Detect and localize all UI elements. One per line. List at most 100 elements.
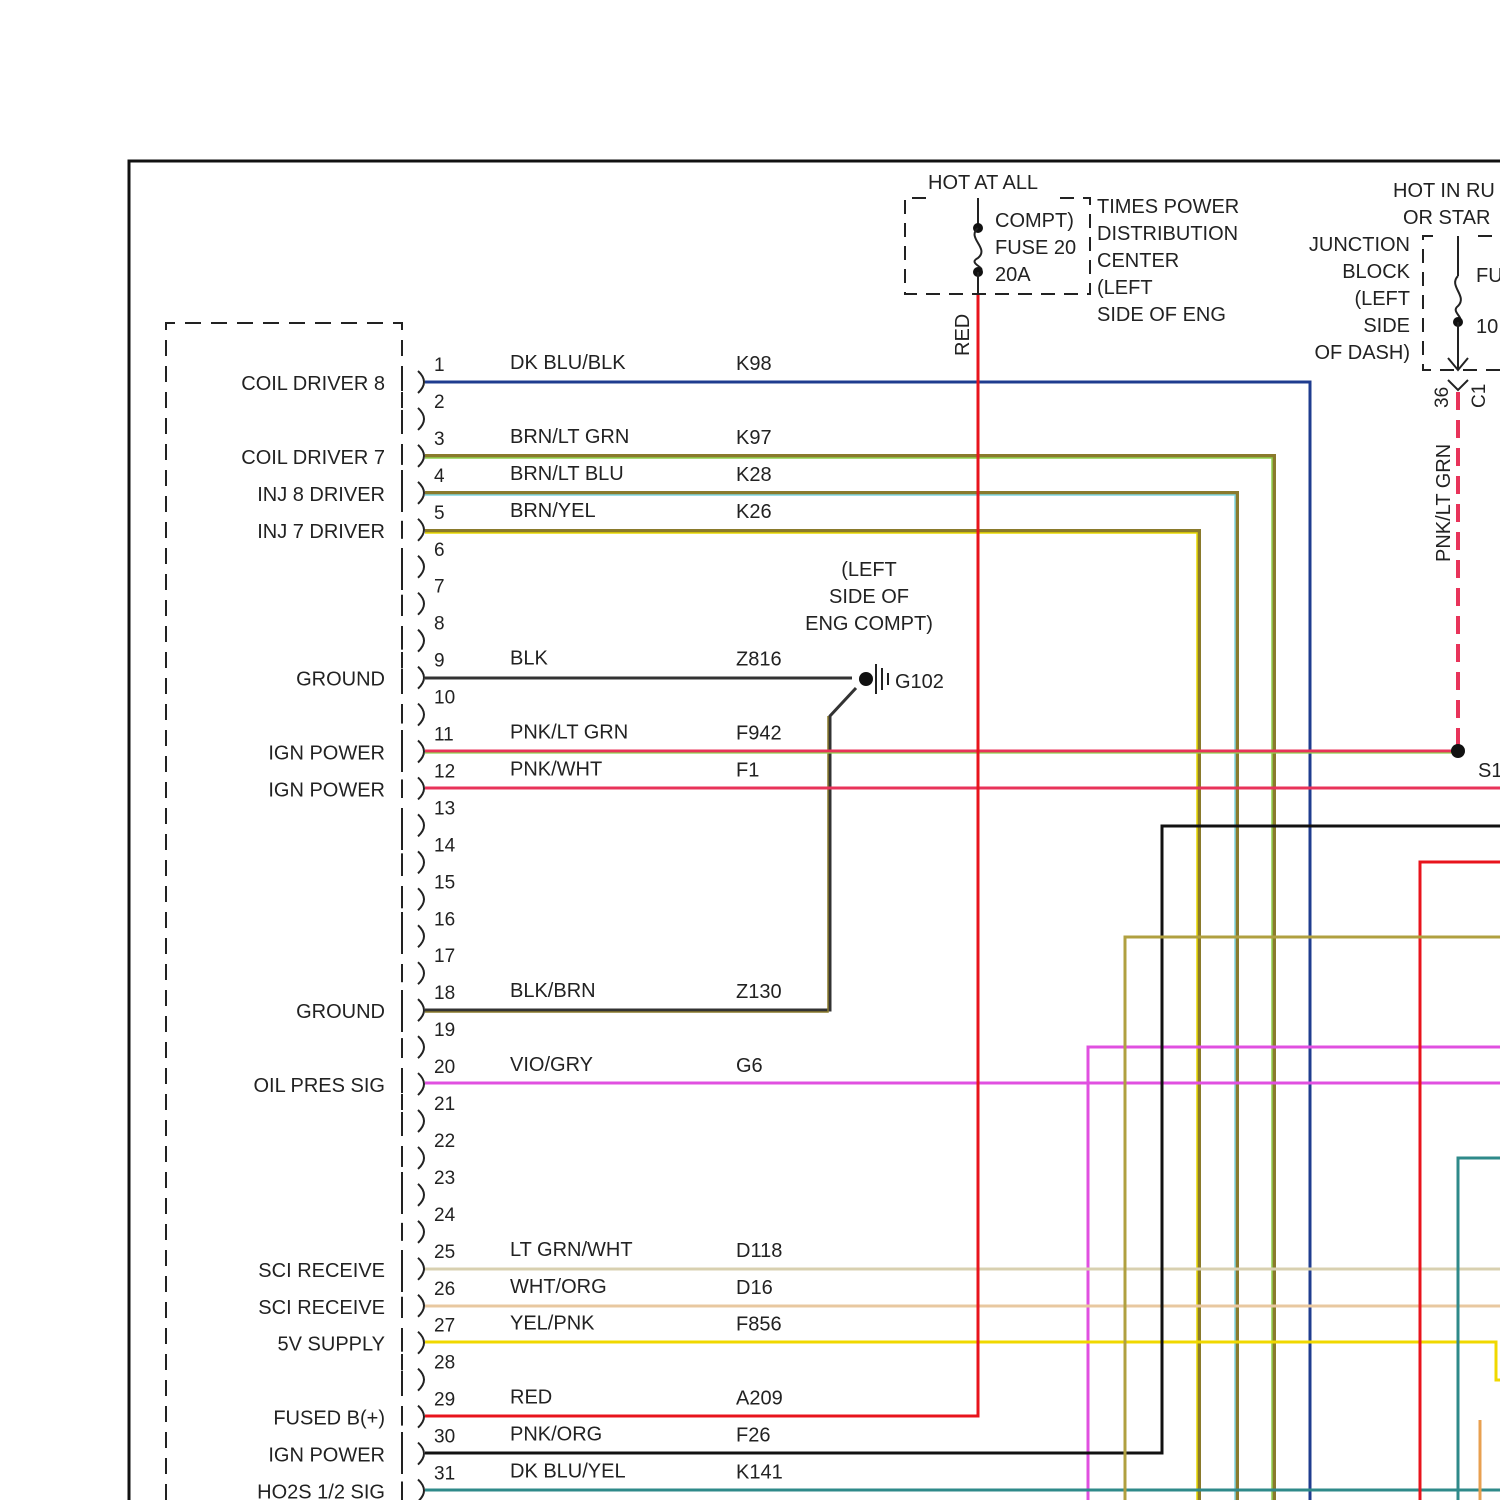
wire-color-label: YEL/PNK [510,1313,595,1335]
junction-label-line-1: JUNCTION [1309,234,1410,256]
wire-vio-vertical [1088,1047,1500,1500]
connector-cavity-icon [418,1184,424,1206]
pin-number: 8 [434,614,445,635]
connector-cavity-icon [418,1443,424,1465]
connector-cavity-icon [418,1332,424,1354]
circuit-id-label: Z130 [736,981,782,1003]
junction-fuse-icon [1455,276,1461,322]
connector-cavity-icon [418,445,424,467]
connector-cavity-icon [418,1073,424,1095]
connector-cavity-icon [418,593,424,615]
pin-number: 21 [434,1094,455,1115]
ground-location-line-1: (LEFT [841,559,897,581]
pin-number: 2 [434,392,445,413]
wire-color-label: DK BLU/YEL [510,1461,626,1483]
connector-cavity-icon [418,962,424,984]
connector-cavity-icon [418,814,424,836]
pin-function-label: IGN POWER [268,743,385,765]
connector-cavity-icon [418,1258,424,1280]
pin-number: 5 [434,503,445,524]
pin-function-label: SCI RECEIVE [258,1297,385,1319]
wire-a209 [425,294,978,1416]
connector-cavity-icon [418,1147,424,1169]
hot-at-all-label: HOT AT ALL [928,172,1038,194]
pin-number: 19 [434,1020,455,1041]
pin-function-label: GROUND [296,1001,385,1023]
connector-cavity-icon [418,741,424,763]
circuit-id-label: Z816 [736,649,782,671]
connector-cavity-icon [418,556,424,578]
connector-pin-36: 36 [1432,387,1453,408]
pdc-label-line-1: TIMES POWER [1097,196,1239,218]
pin-number: 26 [434,1279,455,1300]
connector-cavity-icon [418,408,424,430]
circuit-id-label: D16 [736,1277,773,1299]
wire-z130-tracer [425,716,828,1012]
circuit-id-label: D118 [736,1240,782,1262]
connector-cavity-icon [418,999,424,1021]
pin-function-label: COIL DRIVER 8 [241,373,385,395]
pin-number: 1 [434,355,445,376]
circuit-id-label: A209 [736,1388,783,1410]
wire-color-label: RED [510,1387,552,1409]
connector-c1-label: C1 [1469,384,1490,408]
wire-color-label: PNK/ORG [510,1424,602,1446]
wire-color-label: BLK [510,648,548,670]
pin-number: 7 [434,577,445,598]
circuit-id-label: F856 [736,1314,782,1336]
pin-number: 23 [434,1168,455,1189]
hot-in-run-label: HOT IN RU [1393,180,1495,202]
power-distribution-center: HOT AT ALL COMPT) FUSE 20 20A TIMES POWE… [905,172,1239,356]
fuse-label-line-2: FUSE 20 [995,237,1076,259]
pin-function-label: GROUND [296,669,385,691]
ground-location-line-3: ENG COMPT) [805,613,933,635]
pin-number: 30 [434,1427,455,1448]
pin-function-label: OIL PRES SIG [253,1075,385,1097]
connector-cavity-icon [418,1221,424,1243]
pin-number: 10 [434,688,455,709]
pin-function-label: COIL DRIVER 7 [241,447,385,469]
pin-function-label: HO2S 1/2 SIG [257,1482,385,1500]
pin-number: 27 [434,1316,455,1337]
pin-function-label: INJ 8 DRIVER [257,484,385,506]
pin-number: 15 [434,872,455,893]
pin-function-label: INJ 7 DRIVER [257,521,385,543]
circuit-id-label: K98 [736,353,772,375]
fuse-20-icon [975,228,982,272]
pin-number: 3 [434,429,445,450]
fuse-label-line-1: COMPT) [995,210,1074,232]
ground-id-label: G102 [895,671,944,693]
pin-number: 9 [434,651,445,672]
pin-function-label: 5V SUPPLY [278,1334,385,1356]
circuit-id-label: K97 [736,427,772,449]
pin-number: 11 [434,725,454,746]
connector-cavity-icon [418,1406,424,1428]
wire-k26 [425,531,1199,1500]
pnk-lt-grn-wire-label: PNK/LT GRN [1433,444,1455,562]
pdc-label-line-2: DISTRIBUTION [1097,223,1238,245]
connector-cavity-icon [418,1110,424,1132]
wire-f856 [425,1342,1500,1380]
ground-g102: (LEFT SIDE OF ENG COMPT) G102 [805,559,944,694]
pin-number: 16 [434,909,455,930]
junction-fuse-value: 10 [1476,316,1498,338]
pin-function-label: FUSED B(+) [273,1408,385,1430]
circuit-id-label: K141 [736,1462,783,1484]
pdc-label-line-5: SIDE OF ENG [1097,304,1226,326]
wire-red-right [1420,862,1500,1500]
connector-cavity-icon [418,630,424,652]
connector-cavity-icon [418,851,424,873]
pin-number: 29 [434,1390,455,1411]
or-start-label: OR STAR [1403,207,1490,229]
connector-cavity-icon [418,1369,424,1391]
connector-cavity-icon [418,1480,424,1500]
connector-cavity-icon [418,1295,424,1317]
wire-color-label: LT GRN/WHT [510,1239,633,1261]
pin-number: 22 [434,1131,455,1152]
ground-symbol-icon [876,664,888,694]
junction-block: HOT IN RU OR STAR JUNCTION BLOCK (LEFT S… [1309,180,1500,782]
wire-brn-right [1125,937,1500,1500]
ground-location-line-2: SIDE OF [829,586,909,608]
